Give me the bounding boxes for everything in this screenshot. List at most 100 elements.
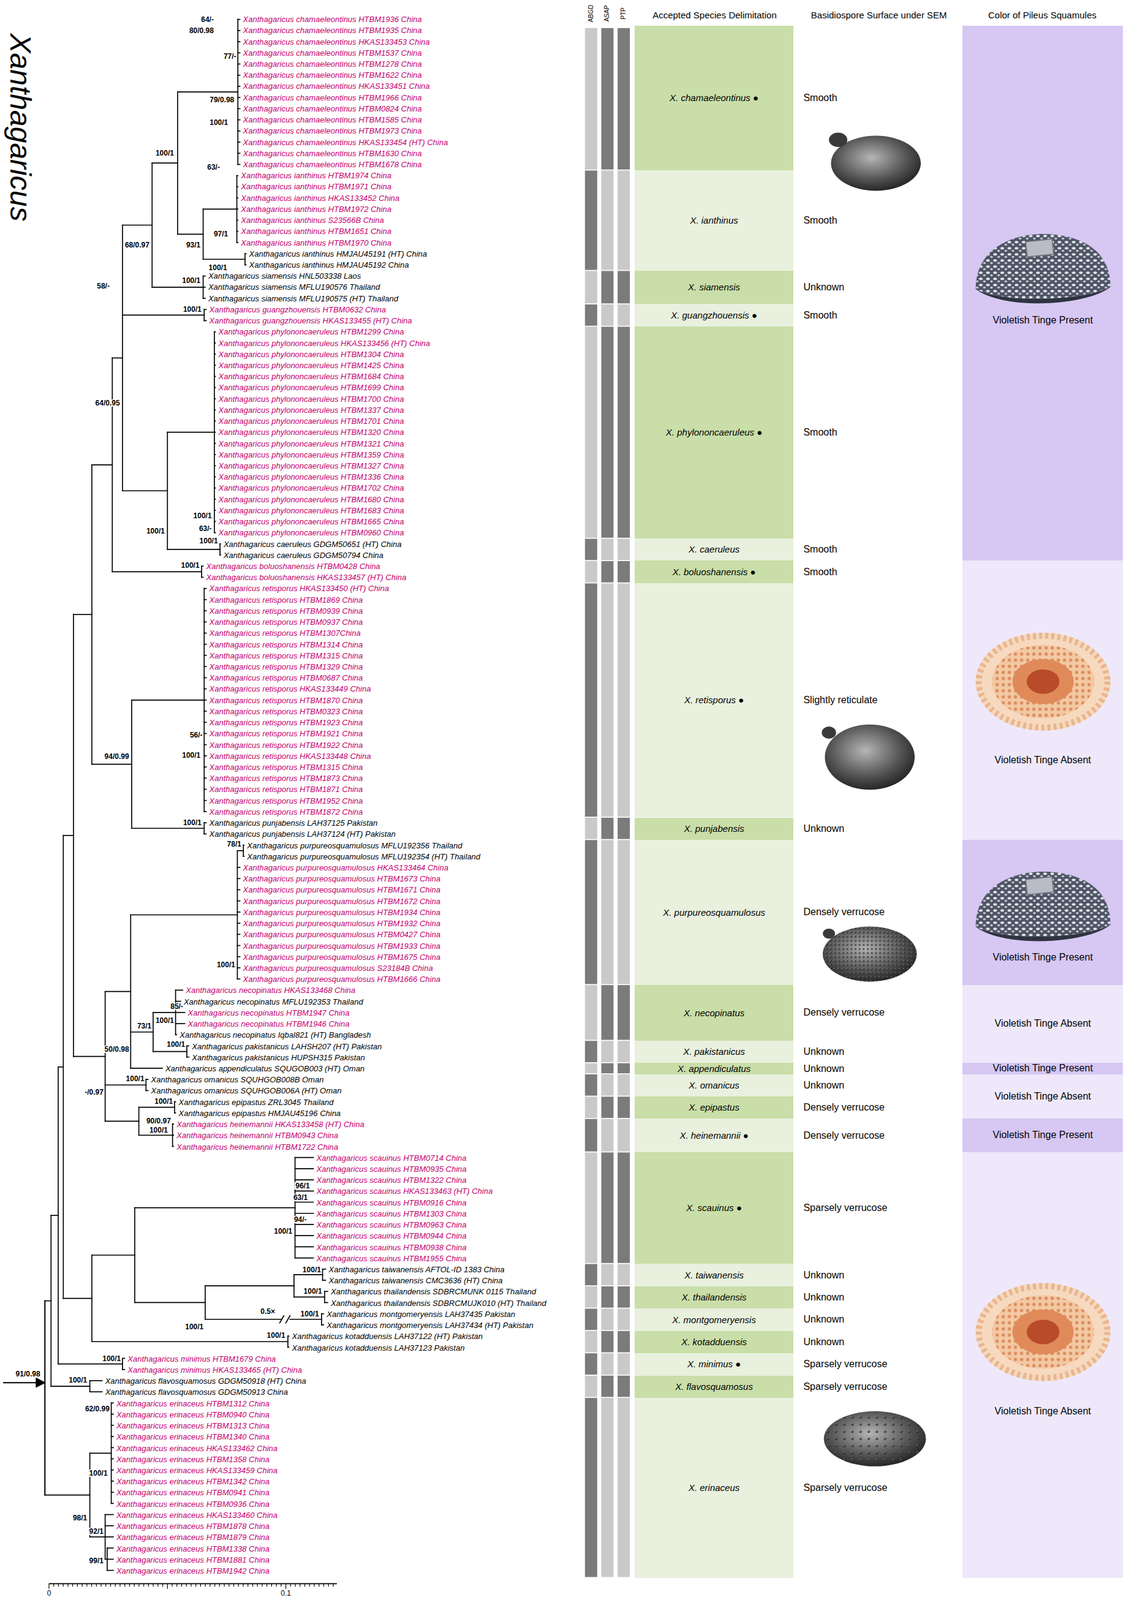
- tree-branch: [204, 643, 206, 646]
- species-name: X. guangzhouensis ●: [670, 310, 758, 321]
- species-box: X. phylononcaeruleus ●: [634, 326, 793, 539]
- taxon-label: Xanthagaricus ianthinus HTBM1972 China: [240, 205, 392, 214]
- taxon-label: Xanthagaricus chamaeleontinus HTBM1630 C…: [243, 149, 423, 158]
- tree-branch: [204, 1285, 206, 1320]
- tree-branch: [214, 521, 216, 523]
- species-box: X. pakistanicus: [634, 1040, 793, 1063]
- species-box: X. appendiculatus: [634, 1062, 793, 1074]
- taxon-label: Xanthagaricus phylononcaeruleus HTBM1699…: [218, 383, 405, 392]
- tree-branch: [204, 688, 206, 690]
- taxon-label: Xanthagaricus scauinus HKAS133463 (HT) C…: [316, 1187, 494, 1196]
- tree-branch: [91, 763, 132, 766]
- taxon-label: Xanthagaricus retisporus HTBM1923 China: [209, 718, 364, 727]
- tree-branch: [237, 30, 240, 32]
- delimitation-segment: [617, 1375, 630, 1398]
- tree-branch: [90, 1536, 106, 1538]
- taxon-label: Xanthagaricus retisporus HTBM1315 China: [209, 651, 364, 660]
- tree-branch: [204, 699, 206, 701]
- scale-line: [49, 1583, 337, 1585]
- support-value: 0.5×: [259, 1307, 276, 1316]
- tree-branch: [324, 1302, 328, 1304]
- delimitation-segment: [600, 270, 614, 304]
- tree-branch: [214, 487, 216, 489]
- delimitation-segment: [585, 1096, 598, 1119]
- tree-branch: [131, 700, 133, 829]
- taxon-label: Xanthagaricus chamaeleontinus HTBM1585 C…: [243, 115, 423, 124]
- taxon-label: Xanthagaricus retisporus HKAS133448 Chin…: [209, 752, 372, 761]
- species-name: X. ianthinus: [689, 215, 738, 226]
- taxon-label: Xanthagaricus scauinus HTBM0935 China: [316, 1165, 467, 1174]
- tree-branch: [129, 914, 132, 1068]
- tree-branch: [111, 1424, 114, 1427]
- support-value: 62/0.99: [84, 1405, 111, 1413]
- tree-branch: [105, 1525, 114, 1527]
- delimitation-segment: [585, 170, 598, 270]
- spore-surface: Sparsely verrucose: [803, 1483, 888, 1493]
- scale-tick: [91, 1583, 92, 1587]
- taxon-label: Xanthagaricus necopinatus HTBM1946 China: [188, 1020, 350, 1028]
- pileus-illustration: [962, 25, 1123, 562]
- taxon-label: Xanthagaricus erinaceus HTBM1338 China: [116, 1545, 270, 1553]
- taxon-label: Xanthagaricus purpureosquamulosus HTBM16…: [243, 953, 441, 962]
- delimitation-segment: [585, 1119, 598, 1152]
- delimitation-segment: [617, 583, 630, 817]
- scale-tick: [143, 1583, 144, 1587]
- tree-branch: [204, 677, 206, 679]
- tree-branch: [139, 1107, 175, 1109]
- delimitation-segment: [600, 1119, 614, 1152]
- species-name: X. necopinatus: [683, 1008, 745, 1019]
- tree-branch: [237, 141, 240, 143]
- scale-tick: [67, 1583, 69, 1587]
- taxon-label: Xanthagaricus purpureosquamulosus HTBM16…: [243, 885, 441, 894]
- delimitation-segment: [617, 985, 630, 1040]
- spore-surface: Sparsely verrucose: [803, 1203, 888, 1213]
- scale-tick: [209, 1583, 211, 1587]
- taxon-label: Xanthagaricus heinemannii HTBM0943 China: [176, 1131, 339, 1140]
- scale-tick: [134, 1583, 135, 1587]
- tree-branch: [138, 1107, 140, 1136]
- tree-branch: [134, 1208, 136, 1304]
- scale-tick: [153, 1583, 154, 1587]
- species-name: X. epipastus: [688, 1102, 740, 1113]
- tree-branch: [324, 1291, 326, 1303]
- scale-tick: [299, 1583, 301, 1587]
- taxon-label: Xanthagaricus thailandensis SDBRCMUJK010…: [330, 1299, 547, 1308]
- delimitation-segment: [617, 1308, 630, 1331]
- taxon-label: Xanthagaricus erinaceus HTBM1879 China: [116, 1533, 270, 1542]
- support-value: 93/1: [185, 241, 201, 249]
- tree-branch: [131, 827, 205, 829]
- scale-tick: [304, 1583, 306, 1587]
- delimitation-segment: [617, 1286, 630, 1308]
- support-value: 56/-: [189, 731, 204, 739]
- taxon-label: Xanthagaricus chamaeleontinus HTBM1678 C…: [243, 160, 423, 169]
- tree-branch: [203, 275, 206, 277]
- root-arrow: [3, 1377, 46, 1389]
- tree-branch: [104, 991, 106, 1122]
- tree-branch: [91, 464, 93, 765]
- delimitation-segment: [600, 839, 614, 984]
- tree-branch: [204, 710, 206, 712]
- pileus-illustration: [962, 560, 1123, 840]
- taxon-label: Xanthagaricus purpureosquamulosus HTBM16…: [243, 897, 441, 906]
- tree-branch: [245, 264, 247, 266]
- tree-branch: [294, 1157, 296, 1259]
- tree-branch: [214, 431, 216, 434]
- spore-smooth: [828, 132, 921, 192]
- species-box: X. siamensis: [634, 270, 793, 305]
- tree-branch: [63, 1298, 92, 1300]
- tree-branch: [204, 766, 206, 768]
- tree-branch: [186, 1045, 189, 1047]
- support-value: 100/1: [216, 961, 236, 969]
- spore-surface: Smooth: [803, 215, 837, 226]
- tree-branch: [122, 490, 168, 492]
- taxon-label: Xanthagaricus retisporus HTBM1307China: [209, 629, 361, 638]
- taxon-label: Xanthagaricus scauinus HTBM1303 China: [316, 1209, 467, 1218]
- taxon-label: Xanthagaricus guangzhouensis HTBM0632 Ch…: [209, 305, 386, 314]
- taxon-label: Xanthagaricus purpureosquamulosus HTBM16…: [243, 975, 441, 984]
- species-box: X. taiwanensis: [634, 1263, 793, 1286]
- species-box: X. heinemannii ●: [634, 1118, 793, 1153]
- tree-branch: [50, 1385, 90, 1387]
- taxon-label: Xanthagaricus flavosquamosus GDGM50913 C…: [105, 1388, 288, 1397]
- taxon-label: Xanthagaricus purpureosquamulosus HTBM16…: [243, 874, 441, 883]
- taxon-label: Xanthagaricus erinaceus HTBM1313 China: [116, 1421, 270, 1430]
